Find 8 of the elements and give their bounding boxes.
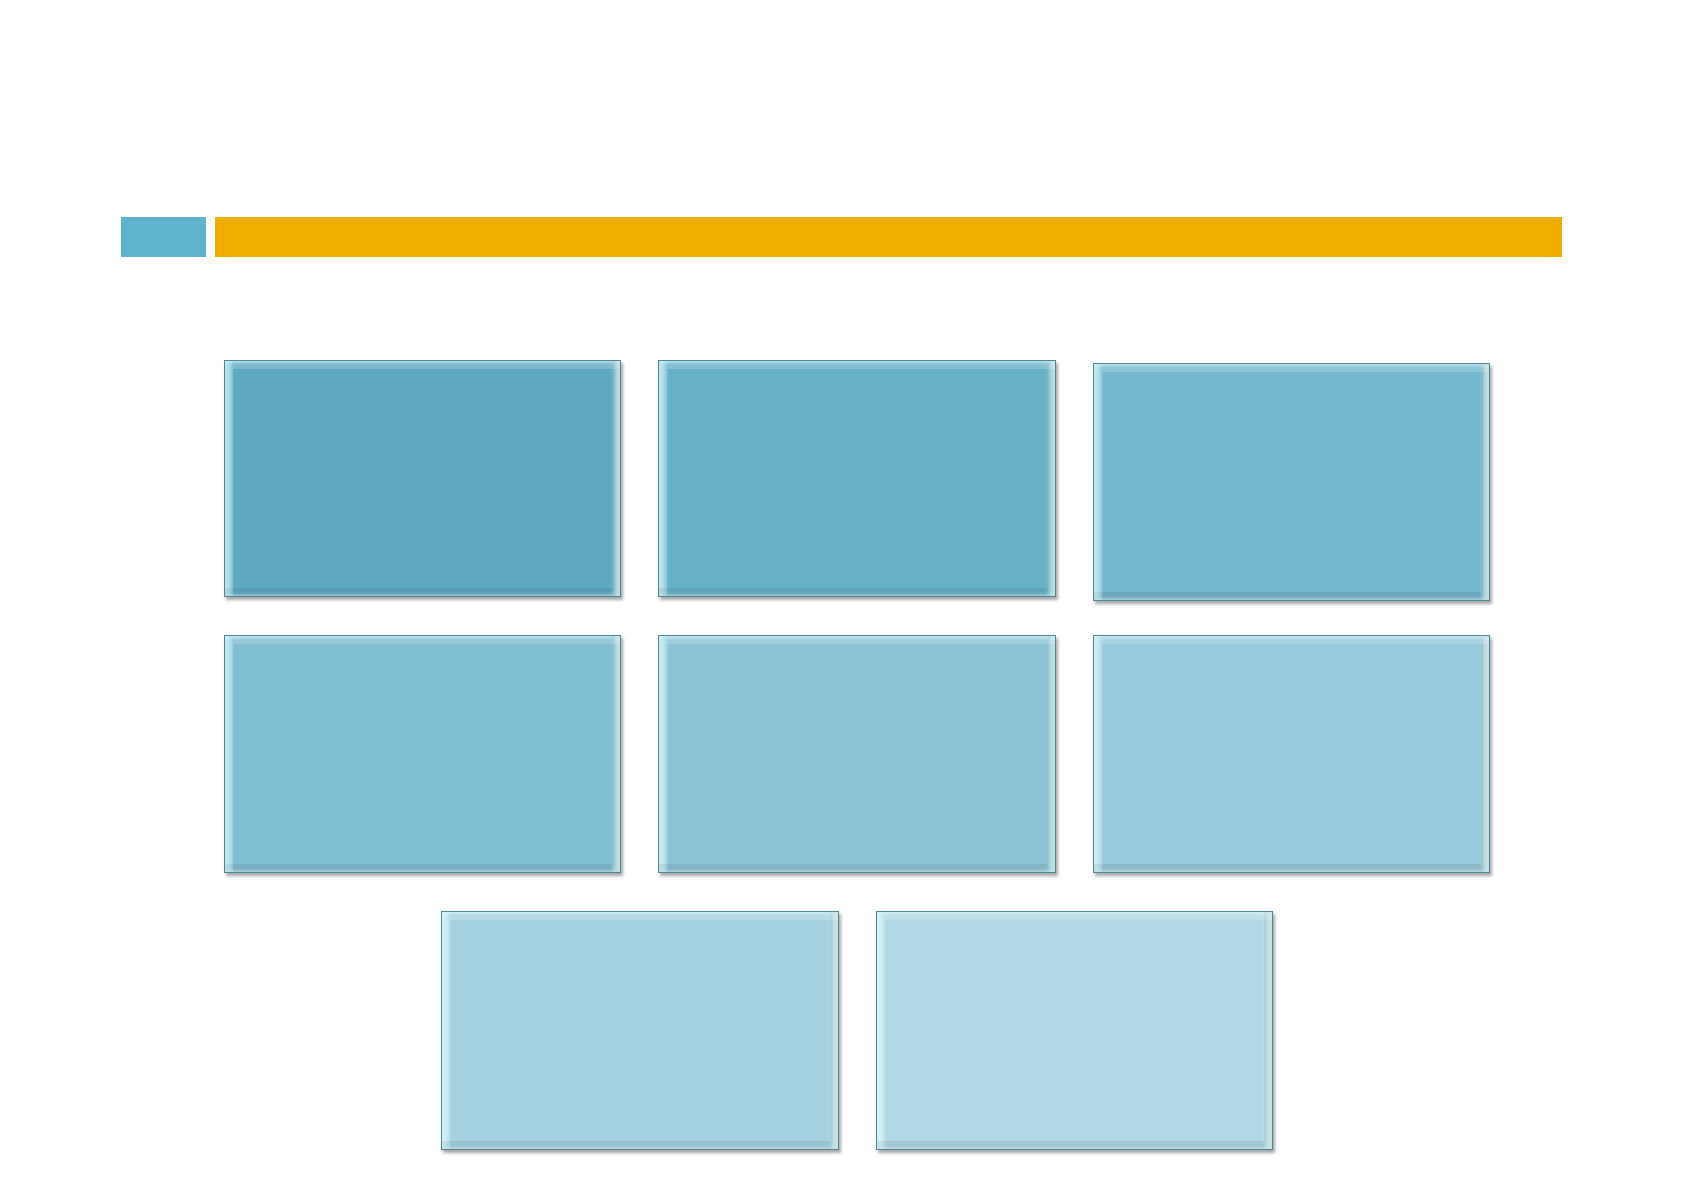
bevel-box <box>224 635 621 873</box>
bevel-box <box>876 911 1273 1150</box>
bevel-box <box>224 360 621 597</box>
bevel-box <box>658 360 1056 597</box>
bevel-box <box>658 635 1056 873</box>
bevel-box <box>1093 635 1490 873</box>
bevel-box <box>1093 363 1490 601</box>
bevel-box <box>441 911 839 1150</box>
